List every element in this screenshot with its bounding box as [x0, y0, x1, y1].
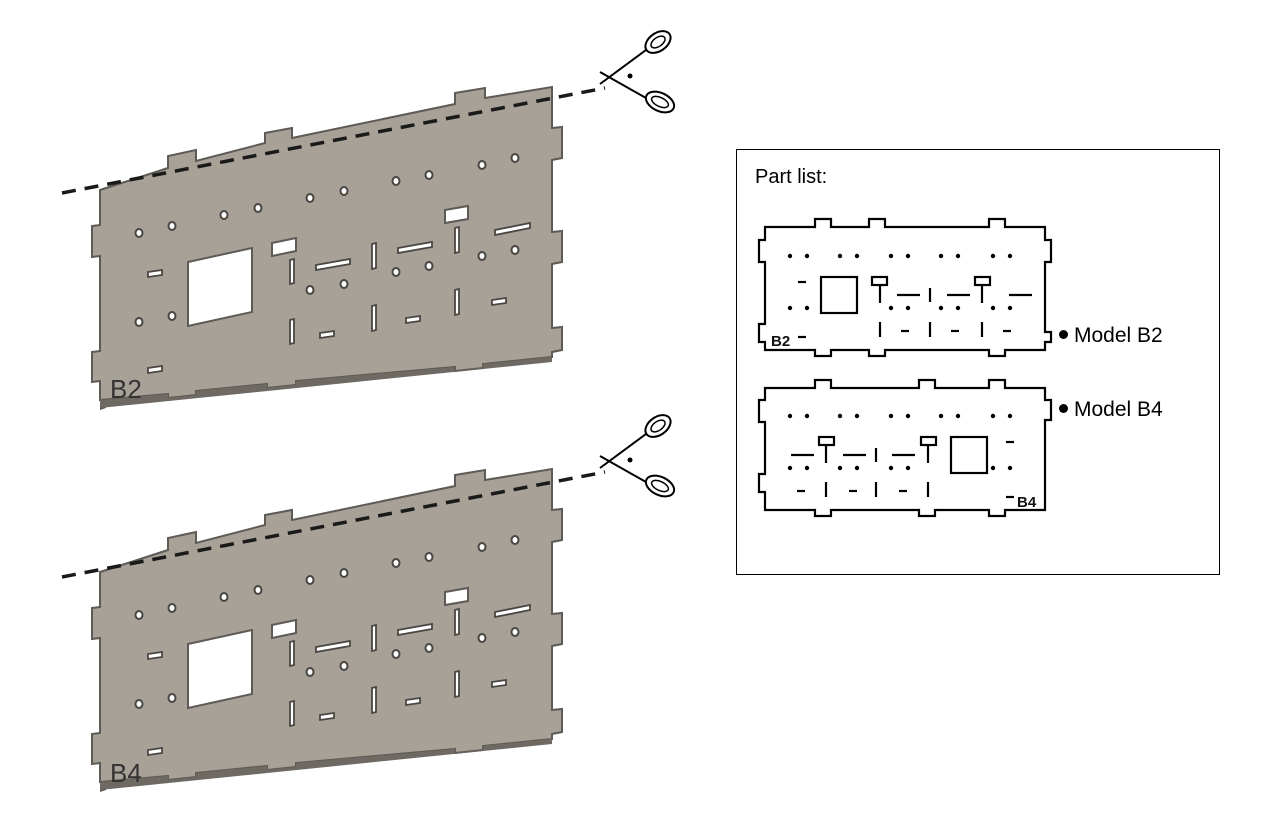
scissors-icon [599, 409, 679, 502]
bullet-icon [1059, 329, 1068, 339]
scissors-icon [599, 25, 679, 118]
part-list-drawings: B2 [757, 217, 1053, 518]
panel-b4: B4 [91, 468, 563, 793]
model-b4-label: Model B4 [1074, 398, 1163, 421]
model-b4-item: Model B4 [1059, 398, 1163, 422]
part-b2-label: B2 [771, 333, 790, 350]
model-b2-item: Model B2 [1059, 324, 1163, 348]
part-b4-outline [757, 378, 1053, 518]
part-list-box: Part list: [736, 149, 1220, 575]
bullet-icon [1059, 403, 1068, 413]
part-b4-label: B4 [1017, 494, 1037, 511]
part-list-title: Part list: [755, 166, 828, 188]
panel-b2: B2 [91, 86, 563, 411]
cut-line-b2 [61, 86, 606, 195]
part-b2-outline [757, 217, 1053, 358]
part-b4-holes [787, 413, 1013, 471]
panel-b4-label: B4 [110, 758, 142, 788]
panel-b2-label: B2 [110, 374, 142, 404]
part-b2-holes [787, 253, 1013, 311]
model-b2-label: Model B2 [1074, 324, 1163, 347]
cut-line-b4 [61, 470, 606, 579]
